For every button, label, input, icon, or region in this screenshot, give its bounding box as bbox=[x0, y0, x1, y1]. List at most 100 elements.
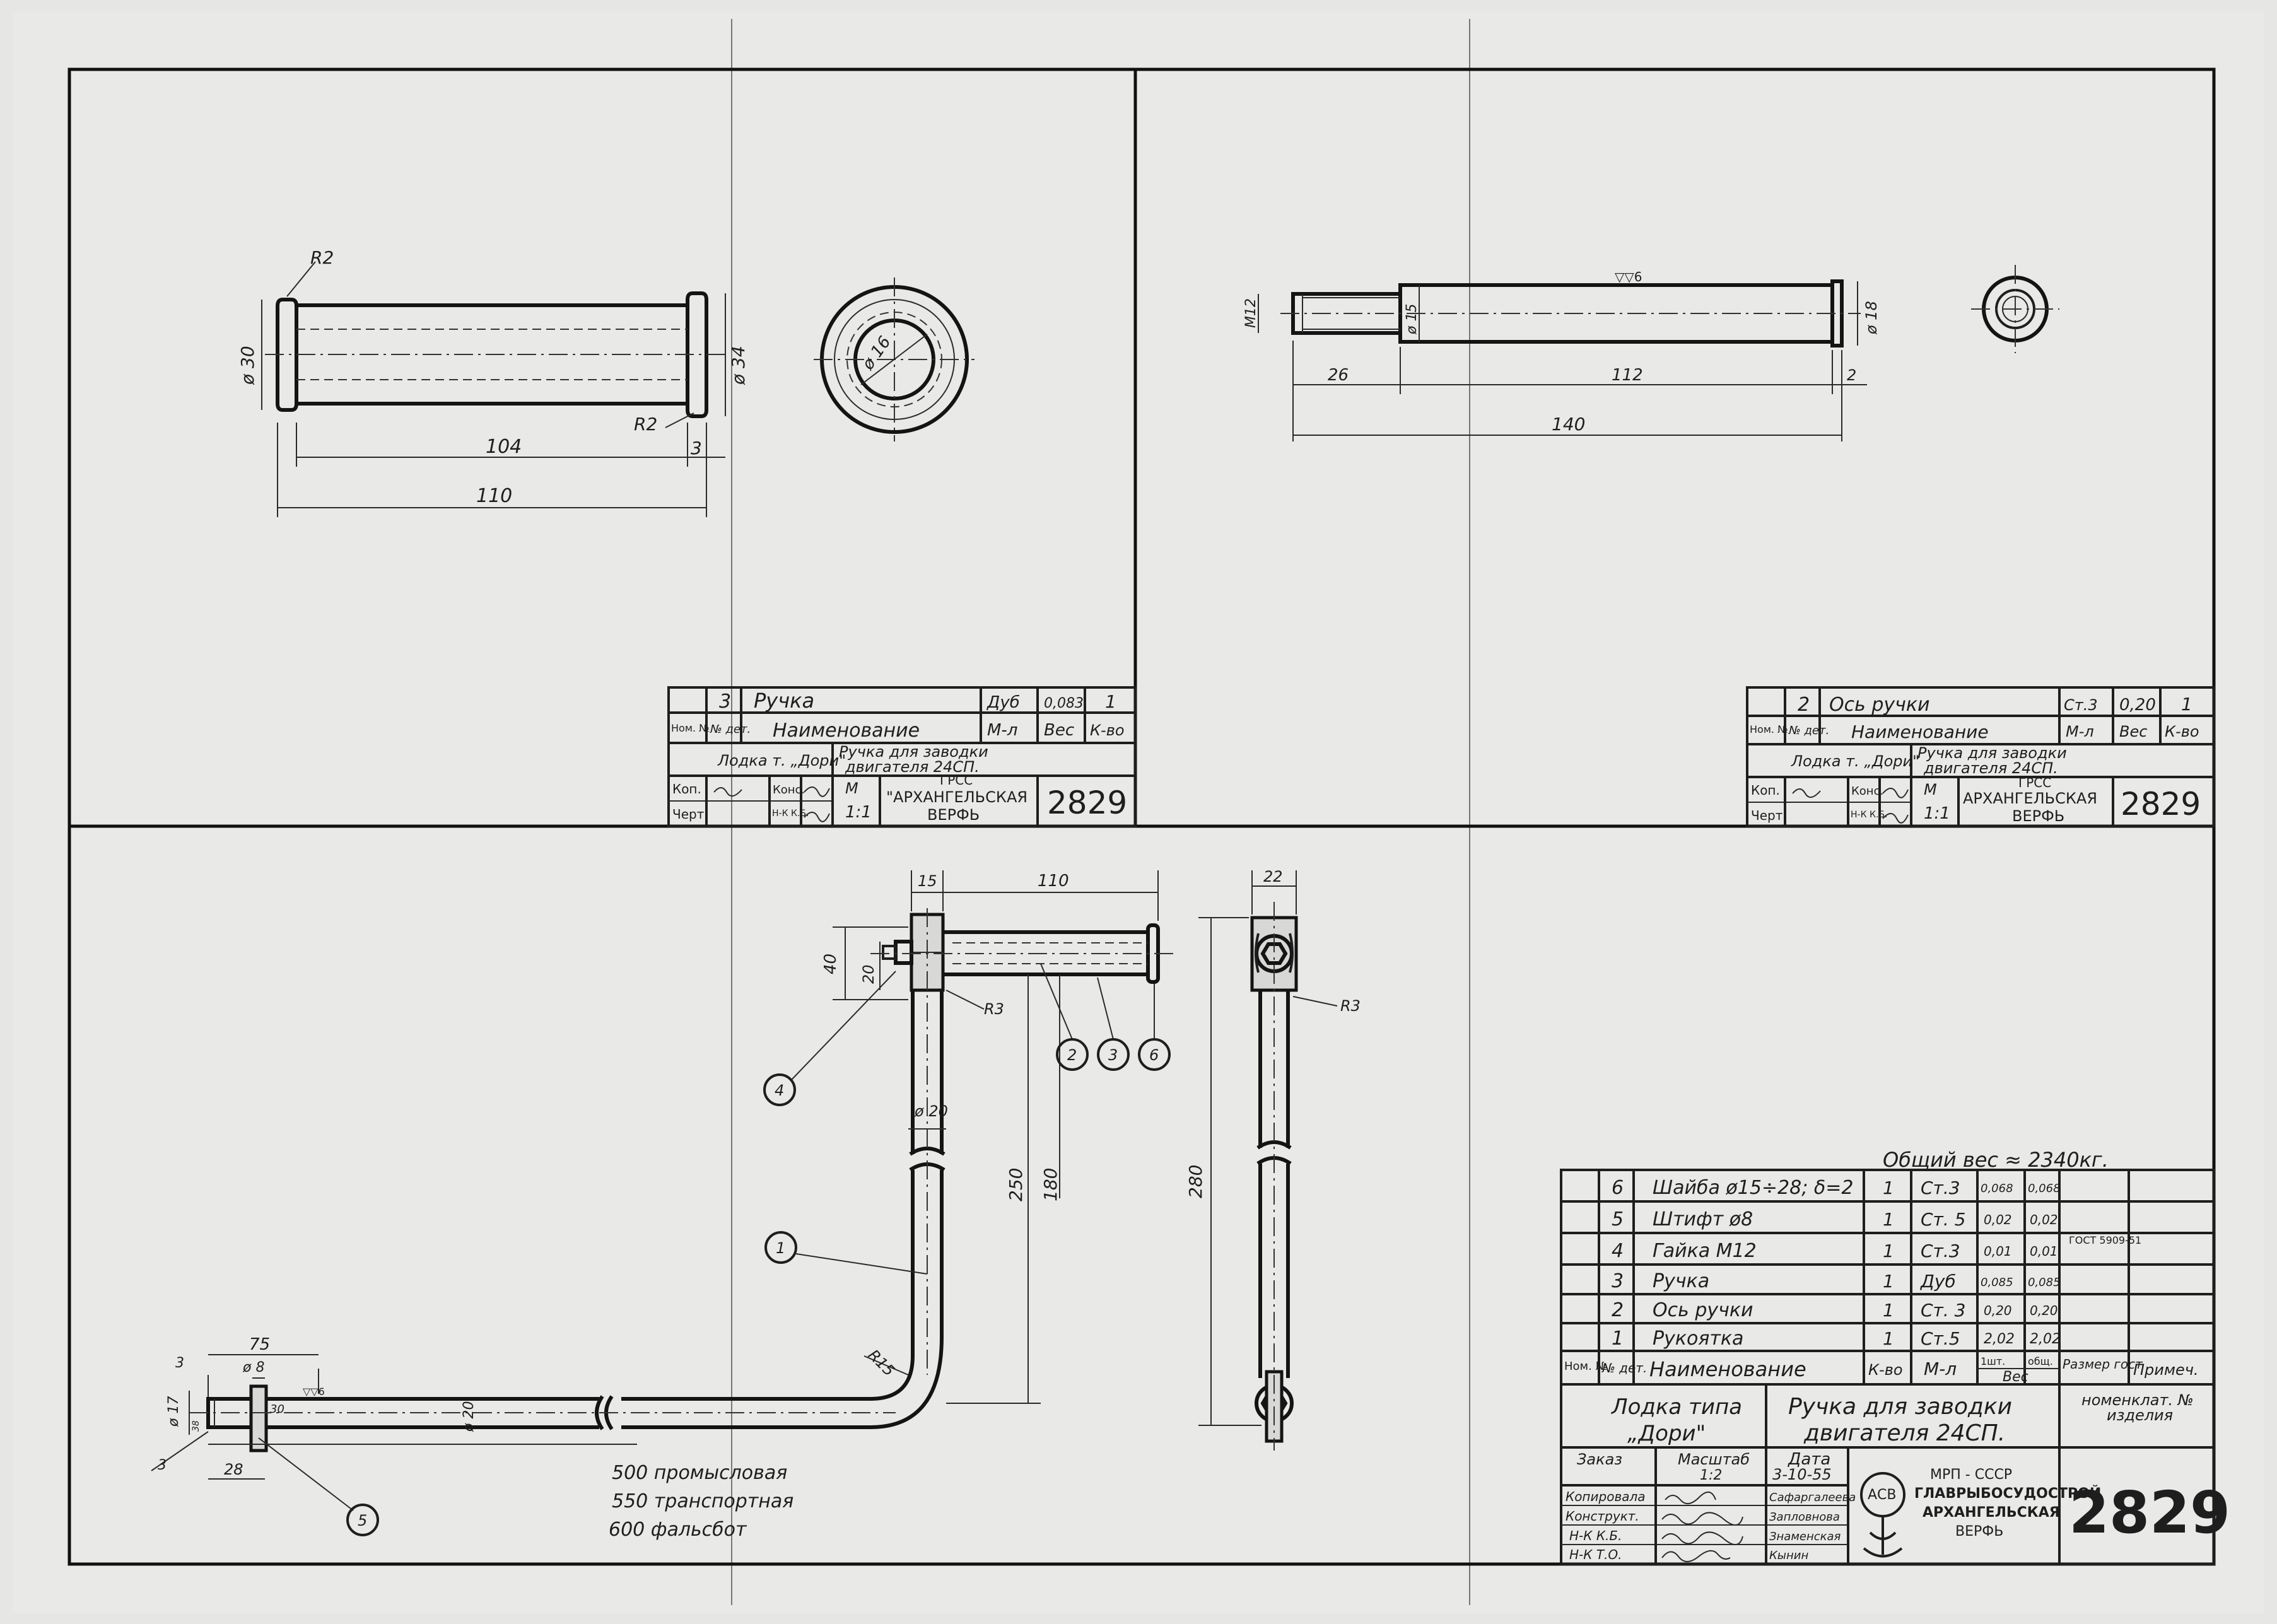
part2-org1: ГРСС bbox=[2018, 775, 2051, 790]
part2-title-block: 2 Ось ручки Ст.3 0,20 1 Ном. № № дет. На… bbox=[1746, 686, 2215, 827]
asm-length-550: 550 транспортная bbox=[612, 1490, 793, 1512]
svg-text:Ось ручки: Ось ручки bbox=[1653, 1299, 1753, 1321]
part3-nk: Н-К К.Б. bbox=[772, 809, 809, 819]
logo-text: АСВ bbox=[1868, 1487, 1897, 1503]
svg-text:0,068: 0,068 bbox=[2028, 1182, 2061, 1195]
main-nomen-1: номенклат. № bbox=[2081, 1391, 2194, 1409]
part2-h-name: Наименование bbox=[1851, 721, 1989, 742]
org-line-2: ГЛАВРЫБОСУДОСТРОЙ bbox=[1914, 1485, 2101, 1502]
main-scale-value: 1:2 bbox=[1700, 1468, 1722, 1483]
part3-item-2: двигателя 24СП. bbox=[845, 758, 980, 776]
part3-m: М bbox=[845, 780, 858, 797]
asm-dim-110: 110 bbox=[1038, 872, 1069, 891]
part2-h-qty: К-во bbox=[2165, 723, 2199, 740]
part2-drawing: М12 ø 15 ø 18 ▽▽6 26 112 2 140 bbox=[1243, 265, 2059, 441]
svg-text:1: 1 bbox=[1612, 1328, 1624, 1350]
asm-dim-rough: ▽▽6 bbox=[303, 1386, 325, 1398]
svg-text:Шайба ø15÷28; δ=2: Шайба ø15÷28; δ=2 bbox=[1653, 1177, 1853, 1199]
main-order-label: Заказ bbox=[1577, 1451, 1622, 1468]
bom-row-5: 5 Штифт ø8 1 Ст. 5 0,02 0,02 bbox=[1612, 1208, 2058, 1230]
svg-text:Ручка: Ручка bbox=[1653, 1270, 1709, 1292]
svg-text:5: 5 bbox=[358, 1512, 367, 1529]
main-nomen-2: изделия bbox=[2107, 1406, 2173, 1424]
part2-nk: Н-К К.Б. bbox=[1851, 810, 1887, 820]
svg-text:0,01: 0,01 bbox=[2030, 1244, 2058, 1259]
main-drawing-number: 2829 bbox=[2069, 1479, 2230, 1546]
svg-text:Гайка М12: Гайка М12 bbox=[1653, 1240, 1757, 1262]
svg-text:Ст.3: Ст.3 bbox=[1921, 1177, 1960, 1198]
part3-cherch: Черт. bbox=[672, 807, 708, 822]
asm-dim-r3: R3 bbox=[984, 1000, 1004, 1018]
dim-r2-top: R2 bbox=[310, 247, 334, 268]
asm-dim-250: 250 bbox=[1005, 1168, 1026, 1201]
main-date-label: Дата bbox=[1788, 1450, 1830, 1469]
svg-text:1: 1 bbox=[776, 1239, 785, 1257]
main-boat-1: Лодка типа bbox=[1610, 1394, 1742, 1420]
part2-kons: Конс. bbox=[1851, 785, 1883, 798]
svg-text:2: 2 bbox=[1067, 1046, 1077, 1064]
part3-h-wt: Вес bbox=[1044, 721, 1074, 740]
dim-26: 26 bbox=[1328, 366, 1349, 385]
role-row-0: Копировала Сафаргалеева bbox=[1566, 1489, 1856, 1504]
part3-name: Ручка bbox=[754, 689, 814, 713]
svg-text:3: 3 bbox=[1108, 1046, 1118, 1064]
part3-scale: 1:1 bbox=[845, 803, 872, 822]
assembly-front-view: 15 110 40 20 R3 ø 20 250 180 R15 75 ø 8 … bbox=[151, 870, 1173, 1541]
shipyard-logo: АСВ bbox=[1860, 1472, 1905, 1558]
svg-text:Штифт ø8: Штифт ø8 bbox=[1653, 1208, 1753, 1230]
svg-text:1: 1 bbox=[1883, 1300, 1894, 1321]
svg-text:Примеч.: Примеч. bbox=[2133, 1361, 2199, 1379]
dim-2: 2 bbox=[1847, 366, 1856, 384]
svg-text:Ст. 5: Ст. 5 bbox=[1921, 1209, 1965, 1230]
part2-org2: АРХАНГЕЛЬСКАЯ bbox=[1963, 790, 2097, 807]
svg-text:1: 1 bbox=[1883, 1209, 1894, 1230]
asm-dim-3b: 3 bbox=[158, 1458, 167, 1473]
svg-text:1: 1 bbox=[1883, 1328, 1894, 1349]
dim-d18: ø 18 bbox=[1863, 301, 1880, 335]
dim-140: 140 bbox=[1552, 414, 1585, 435]
bom-row-6: 6 Шайба ø15÷28; δ=2 1 Ст.3 0,068 0,068 bbox=[1612, 1177, 2061, 1199]
svg-text:1: 1 bbox=[1883, 1271, 1894, 1292]
main-item-1: Ручка для заводки bbox=[1788, 1394, 2012, 1420]
role-row-1: Конструкт. Запловнова bbox=[1566, 1509, 1840, 1526]
part2-h-det: № дет. bbox=[1788, 724, 1829, 737]
side-dim-r3: R3 bbox=[1340, 997, 1361, 1015]
svg-text:Конструкт.: Конструкт. bbox=[1566, 1509, 1639, 1524]
svg-text:Вес: Вес bbox=[2003, 1369, 2028, 1385]
bom-gost: ГОСТ 5909-51 bbox=[2069, 1234, 2141, 1246]
part2-item-1: Ручка для заводки bbox=[1917, 744, 2067, 762]
asm-dim-40: 40 bbox=[821, 954, 840, 974]
asm-length-600: 600 фальсбот bbox=[609, 1519, 747, 1541]
bom-header: Ном. № № дет. Наименование К-во М-л 1шт.… bbox=[1564, 1355, 2199, 1385]
part2-item-2: двигателя 24СП. bbox=[1923, 759, 2058, 777]
svg-text:№ дет.: № дет. bbox=[1601, 1360, 1647, 1376]
svg-text:0,01: 0,01 bbox=[1984, 1244, 2012, 1259]
org-line-1: МРП - СССР bbox=[1930, 1467, 2012, 1483]
svg-text:Размер гост: Размер гост bbox=[2063, 1357, 2143, 1372]
asm-dim-d20: ø 20 bbox=[914, 1102, 948, 1120]
dim-rough: ▽▽6 bbox=[1615, 269, 1642, 284]
svg-text:0,068: 0,068 bbox=[1981, 1182, 2013, 1195]
asm-dim-15: 15 bbox=[918, 872, 937, 890]
balloon-1: 1 bbox=[764, 1231, 928, 1275]
svg-text:Запловнова: Запловнова bbox=[1769, 1510, 1840, 1524]
asm-dim-d17: ø 17 bbox=[166, 1396, 182, 1427]
part2-qty: 1 bbox=[2181, 694, 2192, 715]
svg-text:Кынин: Кынин bbox=[1769, 1549, 1808, 1562]
asm-dim-180: 180 bbox=[1040, 1168, 1061, 1201]
part2-pos: 2 bbox=[1798, 694, 1810, 716]
dim-d15: ø 15 bbox=[1404, 304, 1420, 335]
asm-dim-d20-horizontal: ø 20 bbox=[461, 1401, 477, 1432]
part2-h-wt: Вес bbox=[2119, 723, 2147, 740]
part2-name: Ось ручки bbox=[1829, 694, 1929, 716]
part3-kop: Коп. bbox=[672, 781, 701, 797]
dim-r2-bottom: R2 bbox=[634, 414, 657, 435]
org-line-3: АРХАНГЕЛЬСКАЯ bbox=[1923, 1505, 2060, 1521]
asm-dim-3a: 3 bbox=[175, 1355, 184, 1371]
part2-material: Ст.3 bbox=[2064, 696, 2098, 714]
svg-text:К-во: К-во bbox=[1868, 1361, 1903, 1379]
dim-104: 104 bbox=[486, 436, 522, 458]
part3-weight: 0,083 bbox=[1044, 696, 1084, 711]
part2-h-mat: М-л bbox=[2066, 723, 2094, 740]
svg-text:Ст. 3: Ст. 3 bbox=[1921, 1300, 1965, 1321]
